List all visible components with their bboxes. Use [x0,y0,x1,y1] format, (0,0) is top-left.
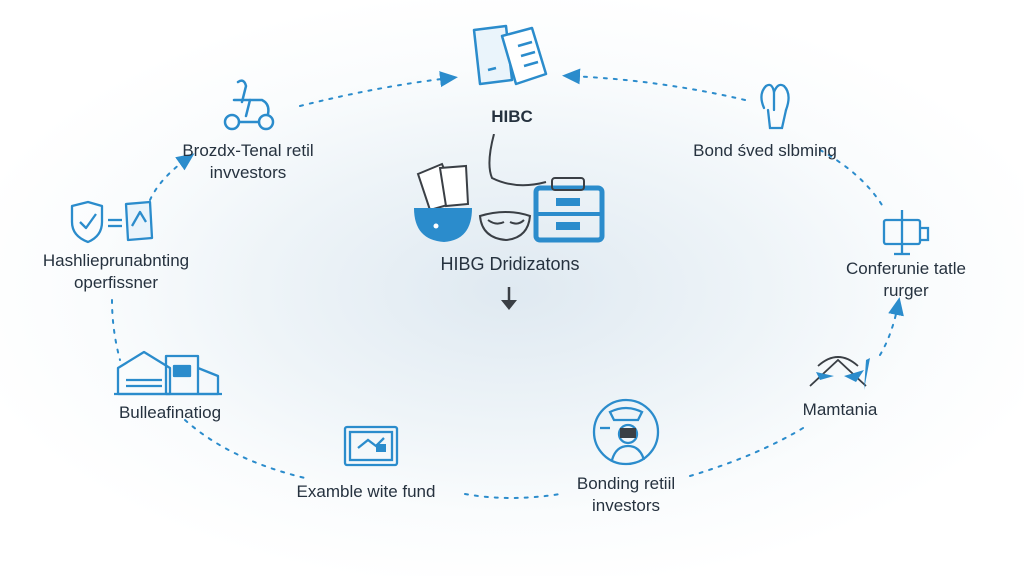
down-arrow-icon [499,286,519,312]
connector-right-down [819,149,886,211]
connector-bottom-right [689,424,809,477]
connector-top-right [562,68,746,101]
node-bottom-left-label: Bulleafinatiog [118,403,222,422]
shield-document-icon [66,200,158,244]
connector-bottom-left [184,419,306,479]
scooter-icon [220,76,278,134]
hand-icon [756,80,796,136]
connector-right-up [879,297,904,356]
center-subtitle: HIBG Dridizatons [440,254,580,274]
connector-left-down [111,299,121,361]
center-title: HIBC [491,107,533,126]
tent-icon [804,346,874,394]
building-icon [114,346,222,398]
connector-top-left [299,71,458,107]
node-top-right-label: Bond śved slbming [693,141,837,160]
person-badge-icon [590,398,662,470]
connector-left-up [149,153,195,201]
certificate-icon [342,424,400,472]
documents-icon [466,22,562,98]
node-bottom-center-left-label: Examble wite fund [296,482,436,501]
bowl-mask-briefcase-icon [406,134,612,246]
node-bottom-right-label: Mamtania [802,400,878,419]
balance-icon [880,206,932,258]
connector-bottom-center [464,493,561,499]
